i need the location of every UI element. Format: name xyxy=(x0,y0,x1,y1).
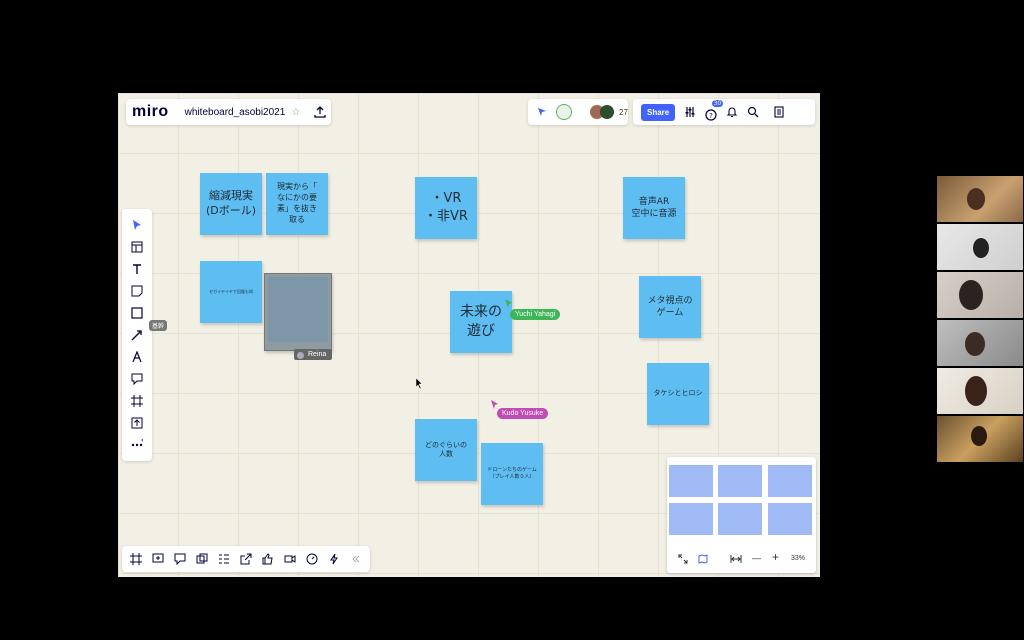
timer-icon[interactable] xyxy=(306,553,318,565)
more-icon[interactable] xyxy=(131,439,143,451)
collapse-icon[interactable] xyxy=(350,553,362,565)
minimap[interactable]: — + 33% xyxy=(667,457,816,573)
sticky-note[interactable]: どのぐらいの 人数 xyxy=(415,419,477,481)
search-icon[interactable] xyxy=(747,106,759,118)
template-icon[interactable] xyxy=(131,241,143,253)
sticky-note[interactable]: 現実から「 なにかの要 素」を抜き 取る xyxy=(266,173,328,235)
fit-width-icon[interactable] xyxy=(730,554,742,564)
video-tile[interactable] xyxy=(937,416,1023,462)
minimap-frame[interactable] xyxy=(768,503,812,535)
sticky-note[interactable]: 音声AR 空中に音源 xyxy=(623,177,685,239)
zoom-out-button[interactable]: — xyxy=(752,553,761,563)
select-icon[interactable] xyxy=(131,219,143,231)
list-icon[interactable] xyxy=(218,553,230,565)
image-card[interactable] xyxy=(264,273,332,351)
image-preview xyxy=(268,277,328,342)
arrow-icon[interactable] xyxy=(131,329,143,341)
screen-share-icon[interactable] xyxy=(152,553,164,565)
avatar[interactable] xyxy=(556,104,572,120)
cards-icon[interactable] xyxy=(196,553,208,565)
reactions-bar: 27 xyxy=(528,99,628,125)
upload-icon[interactable] xyxy=(131,417,143,429)
zoom-in-button[interactable]: + xyxy=(772,550,780,564)
video-tile[interactable] xyxy=(937,272,1023,318)
collaborator-count[interactable]: 27 xyxy=(619,107,628,117)
settings-sliders-icon[interactable] xyxy=(684,106,696,118)
participant-head xyxy=(971,426,987,446)
minimap-frame[interactable] xyxy=(669,465,713,497)
shape-icon[interactable] xyxy=(131,307,143,319)
miro-logo[interactable]: miro xyxy=(132,103,169,120)
export-icon[interactable] xyxy=(240,553,252,565)
sticky-note[interactable]: セガイヤイヤで回復も知 xyxy=(200,261,262,323)
sticky-note-icon[interactable] xyxy=(131,285,143,297)
svg-text:?: ? xyxy=(709,112,713,120)
sticky-note[interactable]: メタ視点の ゲーム xyxy=(639,276,701,338)
cursor-label-yahagi: Yuchi Yahagi xyxy=(510,309,561,320)
notes-icon[interactable] xyxy=(773,106,785,118)
zoom-level[interactable]: 33% xyxy=(791,555,806,562)
video-tile[interactable] xyxy=(937,320,1023,366)
sticky-note[interactable]: 縮減現実 (Dボール) xyxy=(200,173,262,235)
participant-head xyxy=(967,188,985,210)
left-toolbar xyxy=(122,209,152,461)
minimap-frame[interactable] xyxy=(669,503,713,535)
whiteboard-canvas[interactable]: miro whiteboard_asobi2021 ☆ 27 Share ? 3… xyxy=(118,93,820,577)
user-avatar-dot xyxy=(297,352,304,359)
share-button[interactable]: Share xyxy=(641,103,676,121)
sticky-note[interactable]: ドローンたちのゲーム （プレイ人数０人） xyxy=(481,443,543,505)
sticky-note[interactable]: 未来の 遊び xyxy=(450,291,512,353)
video-tile[interactable] xyxy=(937,368,1023,414)
participant-head xyxy=(973,238,989,258)
export-icon[interactable] xyxy=(314,106,326,118)
board-title-bar: miro whiteboard_asobi2021 ☆ xyxy=(126,99,331,125)
help-icon[interactable]: ? 30 xyxy=(705,100,724,121)
bell-icon[interactable] xyxy=(726,106,738,118)
frame-icon[interactable] xyxy=(131,395,143,407)
map-icon[interactable] xyxy=(698,554,708,564)
pen-icon[interactable] xyxy=(131,351,143,363)
video-tile[interactable] xyxy=(937,224,1023,270)
cursor-label-kudo: Kudo Yusuke xyxy=(497,408,549,419)
minimap-frame[interactable] xyxy=(718,465,762,497)
frame-icon[interactable] xyxy=(130,553,142,565)
minimap-frame[interactable] xyxy=(718,503,762,535)
comment-icon[interactable] xyxy=(174,553,186,565)
mouse-cursor-icon xyxy=(416,378,423,389)
sticky-note[interactable]: ・VR ・非VR xyxy=(415,177,477,239)
cursor-follow-icon[interactable] xyxy=(536,106,548,118)
text-icon[interactable] xyxy=(131,263,143,275)
cursor-tag: 基幹 xyxy=(149,320,168,331)
collaborator-cursor-icon xyxy=(505,299,512,308)
participant-head xyxy=(965,332,985,356)
notification-badge: 30 xyxy=(711,100,724,107)
fullscreen-icon[interactable] xyxy=(678,554,688,564)
avatar[interactable] xyxy=(600,105,614,119)
board-name[interactable]: whiteboard_asobi2021 xyxy=(184,106,286,118)
star-icon[interactable]: ☆ xyxy=(291,106,301,118)
sticky-note[interactable]: タケシとヒロシ xyxy=(647,363,709,425)
video-tile[interactable] xyxy=(937,176,1023,222)
bottom-toolbar xyxy=(122,546,370,572)
collaborator-cursor-icon xyxy=(491,400,498,409)
video-icon[interactable] xyxy=(284,553,296,565)
lightning-icon[interactable] xyxy=(328,553,340,565)
participant-head xyxy=(965,376,987,406)
top-right-toolbar: Share ? 30 xyxy=(633,99,815,125)
user-label: Reina xyxy=(294,349,333,360)
comment-icon[interactable] xyxy=(131,373,143,385)
participant-head xyxy=(959,280,983,310)
thumbs-up-icon[interactable] xyxy=(262,553,274,565)
minimap-frame[interactable] xyxy=(768,465,812,497)
